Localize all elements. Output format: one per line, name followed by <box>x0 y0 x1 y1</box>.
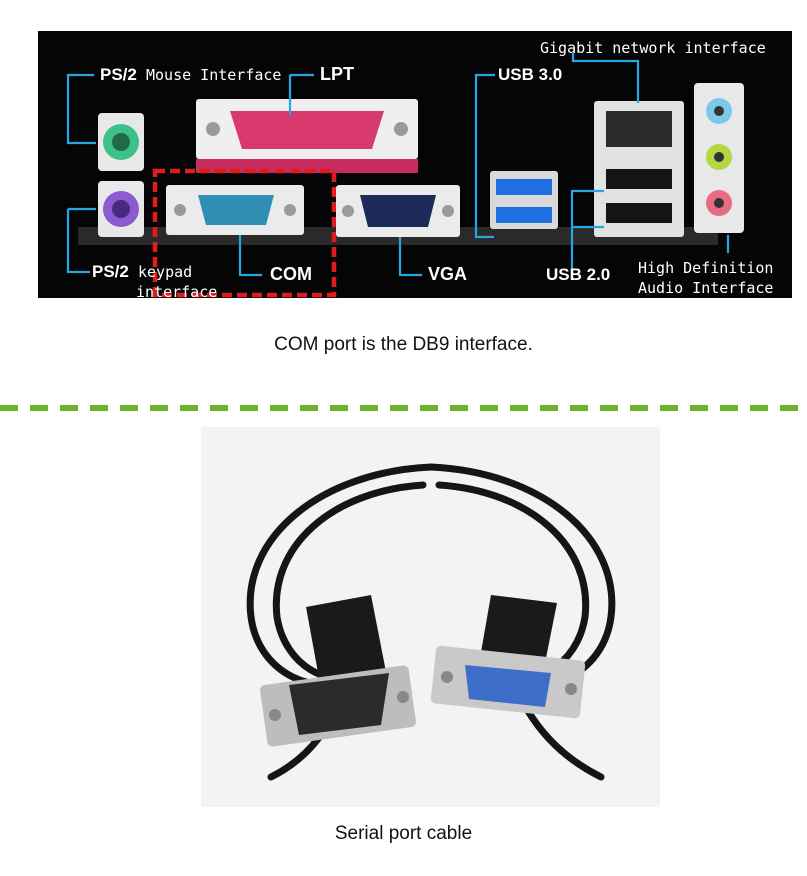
usb2-port-bottom <box>606 203 672 223</box>
com-callout-line <box>238 235 262 277</box>
motherboard-io-panel-image: PS/2 Mouse Interface LPT USB 3.0 Gigabit… <box>38 31 792 298</box>
vga-callout-line <box>398 237 422 277</box>
usb3-callout-line <box>474 73 495 239</box>
hd-audio-label-line2: Audio Interface <box>638 279 773 297</box>
gigabit-label: Gigabit network interface <box>540 39 766 57</box>
ps2-keypad-label-line2: interface <box>136 283 217 298</box>
vga-port <box>336 185 460 237</box>
usb2-label: USB 2.0 <box>546 265 610 284</box>
gigabit-callout-line <box>571 53 640 103</box>
lan-usb2-stack <box>594 101 684 237</box>
usb2-callout-line <box>570 189 604 273</box>
caption-com-port: COM port is the DB9 interface. <box>274 334 533 355</box>
ps2-mouse-label: PS/2 <box>100 65 137 84</box>
serial-cable-photo <box>201 427 660 807</box>
section-divider <box>0 405 807 411</box>
ps2-keypad-label: PS/2 <box>92 262 129 281</box>
male-db9-connector <box>260 595 416 747</box>
lan-port <box>606 111 672 147</box>
ps2-mouse-port <box>98 113 144 171</box>
com-port <box>166 185 304 235</box>
ps2-mouse-label-rest: Mouse Interface <box>146 66 281 84</box>
hd-audio-label-line1: High Definition <box>638 259 773 277</box>
com-highlight-box <box>152 168 337 298</box>
lpt-callout-line <box>288 73 314 115</box>
vga-label: VGA <box>428 264 467 284</box>
ps2-keypad-callout-line <box>66 207 96 274</box>
io-panel-drawing: PS/2 Mouse Interface LPT USB 3.0 Gigabit… <box>66 39 773 298</box>
lpt-port <box>196 99 418 173</box>
usb2-port-top <box>606 169 672 189</box>
com-label: COM <box>270 264 312 284</box>
usb3-ports <box>490 171 558 229</box>
ps2-keypad-port <box>98 181 144 237</box>
serial-cable-drawing <box>201 427 660 807</box>
female-db9-connector <box>430 595 586 719</box>
lpt-label: LPT <box>320 64 354 84</box>
ps2-keypad-label-rest: keypad <box>138 263 192 281</box>
caption-serial-cable: Serial port cable <box>334 823 473 844</box>
ps2-mouse-callout-line <box>66 73 96 145</box>
audio-jacks <box>694 83 744 233</box>
usb3-label: USB 3.0 <box>498 65 562 84</box>
